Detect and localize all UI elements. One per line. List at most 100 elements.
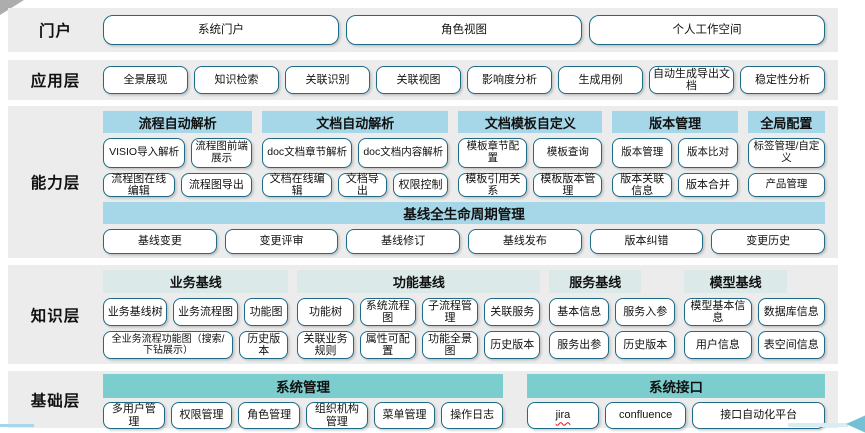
know-box: 属性可配置 [359,331,416,359]
base-groups: 系统管理 多用户管理 权限管理 角色管理 组织机构管理 菜单管理 操作日志 系统… [103,371,825,429]
portal-box-personal-workspace: 个人工作空间 [589,15,825,45]
layer-band-application: 应用层 全景展现 知识检索 关联识别 关联视图 影响度分析 生成用例 自动生成导… [8,60,838,100]
know-group-header: 服务基线 [549,270,642,293]
cap-box: 版本管理 [612,138,673,168]
cap-group-header: 全局配置 [747,111,826,133]
know-box: 系统流程图 [359,298,416,326]
cap-group-doc-parse: 文档自动解析 doc文档章节解析 doc文档内容解析 文档在线编辑 文档导出 权… [262,106,449,197]
know-box: 服务入参 [615,298,676,326]
layer-band-knowledge: 知识层 业务基线 业务基线树 业务流程图 功能图 全业务流程功能图（搜索/下钻展… [8,265,838,364]
baseline-box: 变更评审 [224,229,339,254]
know-box: 全业务流程功能图（搜索/下钻展示） [103,331,234,359]
base-group-system-interface: 系统接口 jira confluence 接口自动化平台 [527,371,825,429]
cap-group-header: 文档自动解析 [262,111,449,133]
know-box: 历史版本 [239,331,289,359]
app-box: 全景展现 [103,66,188,94]
app-box: 影响度分析 [467,66,552,94]
cap-box: 模板章节配置 [458,138,528,168]
know-box: 服务出参 [549,331,610,359]
base-box: 权限管理 [170,402,233,429]
cap-group-header: 文档模板自定义 [458,111,603,133]
cap-group-template-custom: 文档模板自定义 模板章节配置 模板查询 模板引用关系 模板版本管理 [458,106,603,197]
cap-box: 流程图导出 [180,173,253,197]
know-group-header: 功能基线 [297,270,541,293]
know-box: 子流程管理 [421,298,479,326]
layer-label-application: 应用层 [30,73,81,90]
base-group-system-mgmt: 系统管理 多用户管理 权限管理 角色管理 组织机构管理 菜单管理 操作日志 [103,371,504,429]
baseline-box: 基线修订 [346,229,461,254]
base-box: 菜单管理 [373,402,436,429]
cap-group-global-config: 全局配置 标签管理/自定义 产品管理 [747,106,826,197]
know-box: 功能图 [243,298,289,326]
know-box: 基本信息 [549,298,610,326]
cap-box: doc文档内容解析 [358,138,449,168]
know-box: 业务基线树 [103,298,168,326]
cap-box: 文档在线编辑 [262,173,333,197]
know-group-function-baseline: 功能基线 功能树 系统流程图 子流程管理 关联服务 关联业务规则 属性可配置 功… [297,265,541,359]
cap-box: 模板引用关系 [458,173,528,197]
know-group-business-baseline: 业务基线 业务基线树 业务流程图 功能图 全业务流程功能图（搜索/下钻展示） 历… [103,265,289,359]
base-box: 组织机构管理 [306,402,368,429]
base-box: 操作日志 [441,402,504,429]
cap-box: 模板查询 [533,138,603,168]
know-box: 关联业务规则 [297,331,354,359]
app-box: 生成用例 [558,66,643,94]
know-box: 历史版本 [484,331,541,359]
layer-band-portal: 门户 系统门户 角色视图 个人工作空间 [8,8,838,52]
arrow-left-icon [846,415,865,433]
base-box-jira: jira [527,402,599,429]
cap-box: doc文档章节解析 [262,138,353,168]
cap-group-version-mgmt: 版本管理 版本管理 版本比对 版本关联信息 版本合并 [612,106,738,197]
knowledge-groups: 业务基线 业务基线树 业务流程图 功能图 全业务流程功能图（搜索/下钻展示） 历… [103,265,825,359]
layer-label-capability: 能力层 [30,175,81,192]
portal-box-system-portal: 系统门户 [103,15,339,45]
cap-box: 文档导出 [338,173,387,197]
bottom-left-line-decoration [0,424,34,427]
know-group-header: 业务基线 [103,270,289,293]
cap-box: 权限控制 [392,173,449,197]
cap-box: 版本关联信息 [612,173,673,197]
baseline-box: 基线变更 [103,229,217,254]
app-box: 自动生成导出文档 [649,66,734,94]
layer-band-base: 基础层 系统管理 多用户管理 权限管理 角色管理 组织机构管理 菜单管理 操作日… [8,371,838,429]
layer-label-base: 基础层 [30,392,81,410]
app-box: 知识检索 [194,66,279,94]
cap-box: 流程图在线编辑 [103,173,175,197]
baseline-box: 变更历史 [711,229,826,254]
capability-groups: 流程自动解析 VISIO导入解析 流程图前端展示 流程图在线编辑 流程图导出 文… [103,106,826,197]
know-box: 关联服务 [484,298,541,326]
know-group-header: 模型基线 [684,270,787,293]
bottom-right-line-decoration [788,423,848,427]
layer-label-portal: 门户 [38,23,72,40]
know-box: 业务流程图 [173,298,238,326]
know-box: 功能全景图 [421,331,479,359]
app-box: 关联视图 [376,66,461,94]
cap-box: 版本合并 [678,173,738,197]
cap-box: 版本比对 [678,138,738,168]
know-box: 数据库信息 [757,298,825,326]
baseline-box: 版本纠错 [589,229,704,254]
know-box: 用户信息 [684,331,752,359]
portal-box-role-view: 角色视图 [346,15,582,45]
baseline-row: 基线变更 变更评审 基线修订 基线发布 版本纠错 变更历史 [103,229,826,254]
baseline-lifecycle-header: 基线全生命周期管理 [103,202,825,224]
know-box: 功能树 [297,298,354,326]
cap-box: 流程图前端展示 [191,138,253,168]
cap-group-header: 版本管理 [612,111,738,133]
app-box: 关联识别 [285,66,370,94]
cap-box: 标签管理/自定义 [747,138,826,168]
cap-group-process-parse: 流程自动解析 VISIO导入解析 流程图前端展示 流程图在线编辑 流程图导出 [103,106,253,197]
know-group-model-baseline: 模型基线 模型基本信息 数据库信息 用户信息 表空间信息 [684,265,825,359]
base-group-header: 系统管理 [103,374,503,398]
base-box-confluence: confluence [604,402,687,429]
cap-box: 模板版本管理 [533,173,603,197]
baseline-box: 基线发布 [468,229,582,254]
layer-label-knowledge: 知识层 [30,307,81,325]
know-box: 表空间信息 [757,331,825,359]
cap-box: VISIO导入解析 [103,138,186,168]
know-group-service-baseline: 服务基线 基本信息 服务入参 服务出参 历史版本 [549,265,676,359]
know-box: 模型基本信息 [684,298,752,326]
know-box: 历史版本 [615,331,676,359]
base-box: 角色管理 [238,402,301,429]
